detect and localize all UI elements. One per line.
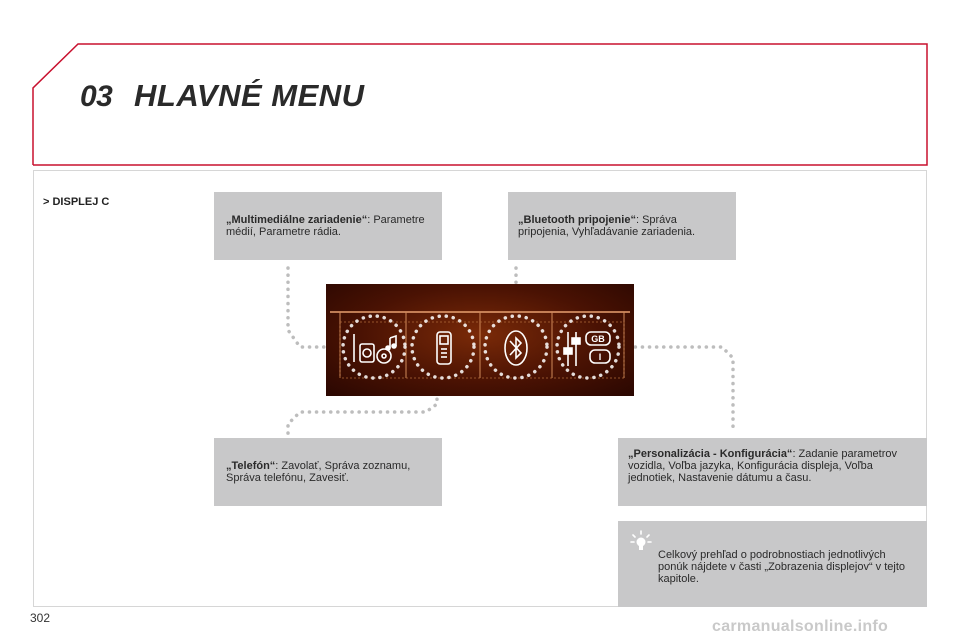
bluetooth-callout-title: „Bluetooth pripojenie“ xyxy=(518,214,636,226)
lightbulb-icon xyxy=(630,530,652,550)
bluetooth-callout: „Bluetooth pripojenie“: Správa pripojeni… xyxy=(508,192,736,260)
chapter-number: 03 xyxy=(80,80,113,113)
watermark: carmanualsonline.info xyxy=(712,618,889,635)
language-badge-i: I xyxy=(599,352,602,362)
multimedia-callout: „Multimediálne zariadenie“: Parametre mé… xyxy=(214,192,442,260)
language-badge-gb: GB xyxy=(591,334,605,344)
settings-icon: GB I xyxy=(563,331,611,366)
phone-callout: „Telefón“: Zavolať, Správa zoznamu, Sprá… xyxy=(214,438,442,506)
section-label: > DISPLEJ C xyxy=(43,196,110,208)
header-frame xyxy=(32,43,928,166)
multimedia-icon xyxy=(353,334,397,364)
phone-callout-text: : Zavolať, Správa zoznamu, Správa telefó… xyxy=(226,460,411,484)
phone-callout-title: „Telefón“ xyxy=(226,460,276,472)
page-title: HLAVNÉ MENU xyxy=(134,78,365,113)
bluetooth-icon xyxy=(504,330,528,366)
display-screen: GB I xyxy=(326,284,634,396)
multimedia-callout-text: : Parametre médií, Parametre rádia. xyxy=(226,214,425,238)
tip-box: Celkový prehľad o podrobnostiach jednotl… xyxy=(618,521,927,607)
personalization-callout-title: „Personalizácia - Konfigurácia“ xyxy=(628,448,793,460)
personalization-callout: „Personalizácia - Konfigurácia“: Zadanie… xyxy=(618,438,927,506)
tip-text: Celkový prehľad o podrobnostiach jednotl… xyxy=(658,549,906,585)
personalization-callout-text: : Zadanie parametrov vozidla, Voľba jazy… xyxy=(628,448,897,484)
multimedia-callout-title: „Multimediálne zariadenie“ xyxy=(226,214,368,226)
phone-icon xyxy=(436,331,452,365)
bluetooth-callout-text: : Správa pripojenia, Vyhľadávanie zariad… xyxy=(518,214,696,238)
content-frame xyxy=(33,170,927,607)
page-number: 302 xyxy=(30,611,51,625)
display-graphics xyxy=(330,311,630,380)
